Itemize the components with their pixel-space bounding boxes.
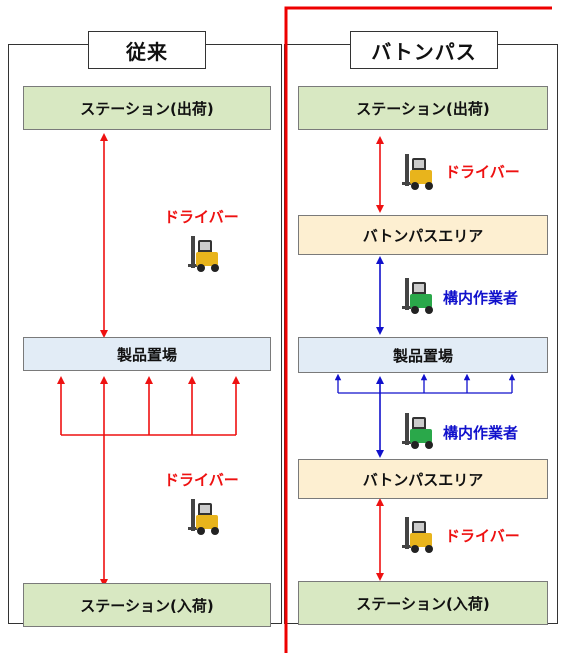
- right-storage: 製品置場: [298, 337, 548, 373]
- forklift-icon: [402, 517, 433, 553]
- left-title: 従来: [88, 31, 206, 69]
- forklift-icon: [188, 236, 219, 272]
- right-station-in: ステーション(入荷): [298, 581, 548, 625]
- forklift-icon: [402, 154, 433, 190]
- right-baton-area-top: バトンパスエリア: [298, 215, 548, 255]
- left-storage: 製品置場: [23, 337, 271, 371]
- divider-line: [284, 6, 552, 653]
- right-station-out: ステーション(出荷): [298, 86, 548, 130]
- left-panel: [8, 44, 282, 624]
- right-driver-label-bottom: ドライバー: [445, 527, 520, 545]
- left-station-out: ステーション(出荷): [23, 86, 271, 130]
- right-baton-area-bottom: バトンパスエリア: [298, 459, 548, 499]
- left-driver-label-top: ドライバー: [164, 208, 239, 226]
- right-worker-label-top: 構内作業者: [443, 289, 519, 307]
- forklift-icon: [402, 413, 433, 449]
- right-title: バトンパス: [350, 31, 498, 69]
- right-worker-label-bottom: 構内作業者: [443, 424, 519, 442]
- forklift-icon: [402, 278, 433, 314]
- right-driver-label-top: ドライバー: [445, 163, 520, 181]
- left-driver-label-bottom: ドライバー: [164, 471, 239, 489]
- forklift-icon: [188, 499, 219, 535]
- left-station-in: ステーション(入荷): [23, 583, 271, 627]
